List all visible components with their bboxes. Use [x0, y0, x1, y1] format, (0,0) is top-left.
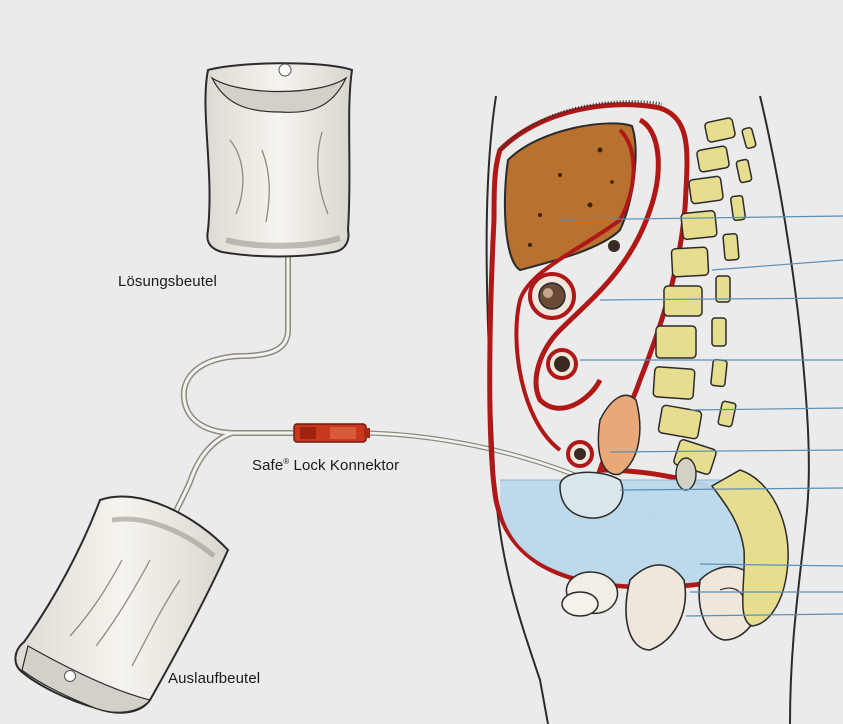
connector-brand: Safe — [252, 457, 283, 474]
abdomen-cross-section — [487, 96, 809, 724]
solution-bag-label: Lösungsbeutel — [118, 273, 217, 290]
connector-icon — [294, 424, 370, 442]
registered-mark: ® — [283, 457, 289, 466]
connector-label: Safe® Lock Konnektor — [252, 457, 399, 474]
connector-name: Lock Konnektor — [294, 457, 400, 474]
spine — [653, 117, 756, 475]
drain-bag-label: Auslaufbeutel — [168, 670, 260, 687]
iv-bag-icon — [205, 63, 352, 256]
lower-tube — [172, 433, 232, 520]
